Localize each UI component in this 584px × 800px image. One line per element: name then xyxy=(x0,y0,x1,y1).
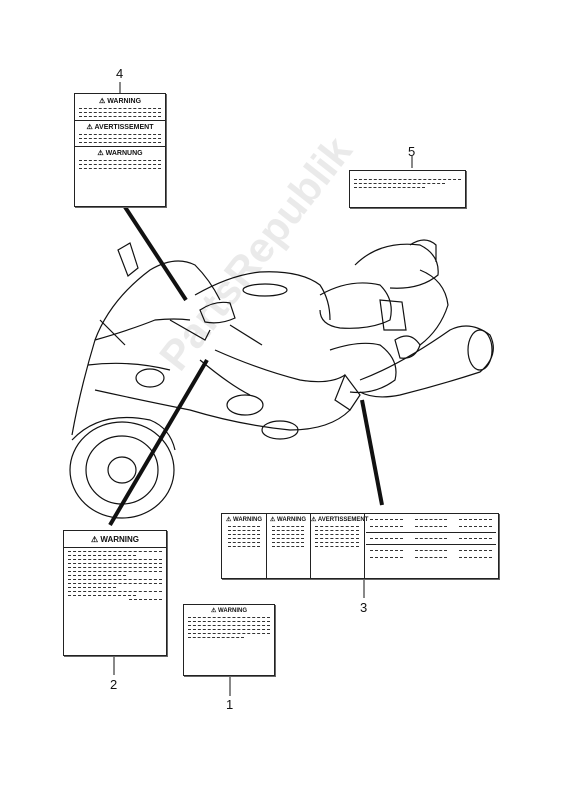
label-2-warning: ⚠ WARNING xyxy=(63,530,167,656)
label-4-warnung-heading: ⚠ WARNUNG xyxy=(97,150,143,157)
label-4-warning-trilingual: ⚠ WARNING ⚠ AVERTISSEMENT ⚠ WARNUNG xyxy=(74,93,166,207)
label-2-warning-heading: ⚠ WARNING xyxy=(90,535,140,544)
label-3-tire-info: ⚠ WARNING ⚠ WARNING ⚠ AVERTISSEMENT xyxy=(221,513,499,579)
label-3-pressure-table xyxy=(366,516,496,561)
callout-number-4: 4 xyxy=(116,66,124,81)
leader-line-4 xyxy=(123,205,188,302)
leader-line-3 xyxy=(360,399,384,506)
label-3-avertissement-heading: ⚠ AVERTISSEMENT xyxy=(311,517,369,523)
callout-number-3: 3 xyxy=(360,600,368,615)
label-3-warning-heading-a: ⚠ WARNING xyxy=(225,517,263,523)
callout-number-1: 1 xyxy=(226,697,234,712)
label-1-warning-heading: ⚠ WARNING xyxy=(210,608,248,614)
label-1-warning: ⚠ WARNING xyxy=(183,604,275,676)
label-5-plain xyxy=(349,170,466,208)
label-4-avertissement-heading: ⚠ AVERTISSEMENT xyxy=(86,124,154,131)
motorcycle-outline xyxy=(69,239,494,519)
label-3-warning-heading-b: ⚠ WARNING xyxy=(269,517,307,523)
leader-line-2 xyxy=(108,358,209,527)
label-4-warning-heading: ⚠ WARNING xyxy=(98,98,142,105)
callout-number-5: 5 xyxy=(408,144,416,159)
callout-number-2: 2 xyxy=(110,677,118,692)
